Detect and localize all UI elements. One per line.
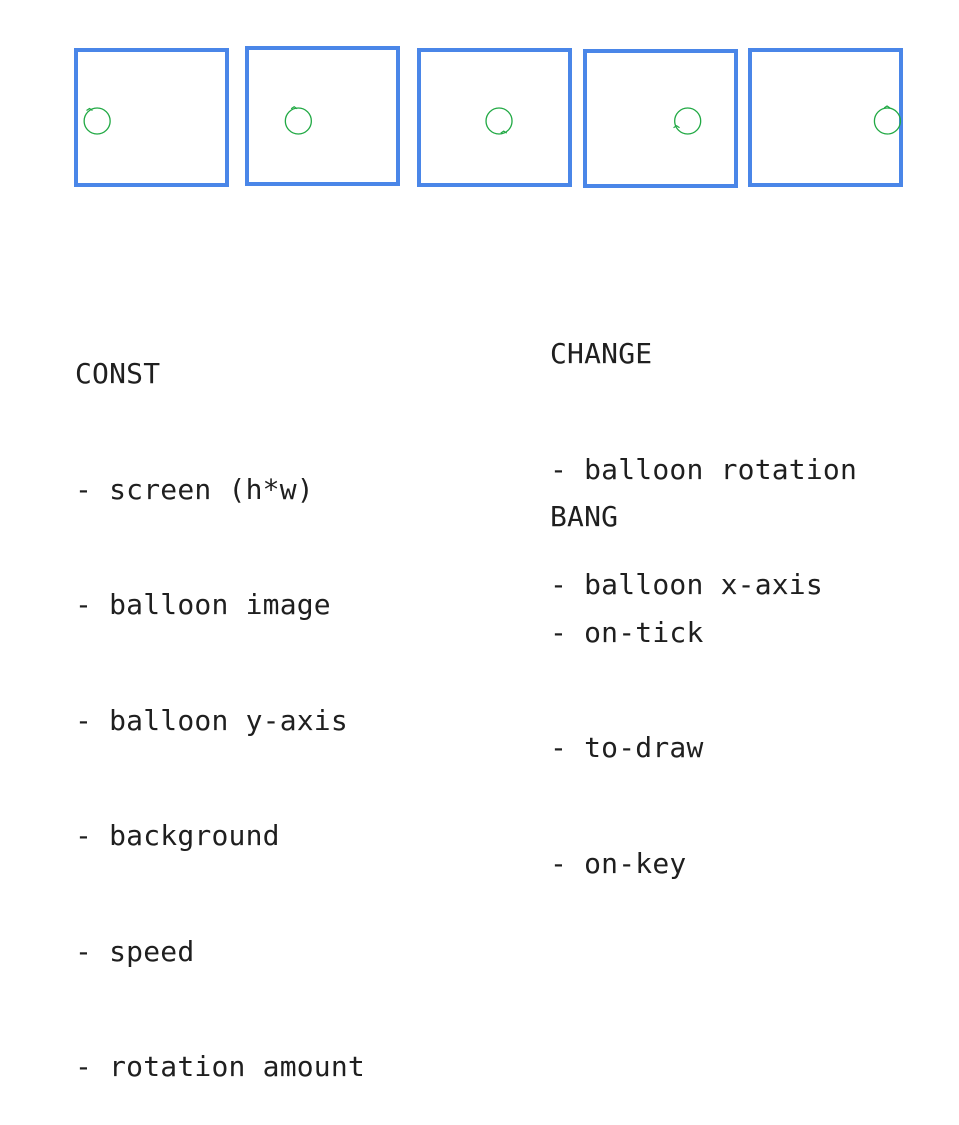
change-item-balloon-rotation: - balloon rotation <box>550 452 858 486</box>
bang-item-on-key: - on-key <box>550 846 687 880</box>
change-heading: CHANGE <box>550 337 653 370</box>
balloon-knot-3 <box>500 130 508 134</box>
balloon-knot-4 <box>673 124 680 129</box>
const-item-rotation-amount: - rotation amount <box>75 1050 365 1083</box>
const-item-balloon-y-axis: - balloon y-axis <box>75 703 348 737</box>
bang-section: BANG - on-tick - to-draw - on-key <box>550 421 704 922</box>
balloon-5 <box>873 107 902 135</box>
balloon-1 <box>83 107 111 135</box>
frame-4 <box>583 49 738 188</box>
frame-2 <box>245 46 400 186</box>
animation-frames-diagram <box>74 46 903 188</box>
balloon-2 <box>284 107 312 135</box>
balloon-knot-1 <box>86 107 93 111</box>
const-section: CONST - screen (h*w) - balloon image - b… <box>75 278 365 1125</box>
balloon-knot-2 <box>290 105 298 110</box>
const-heading: CONST <box>75 357 161 390</box>
balloon-4 <box>674 107 702 135</box>
const-item-balloon-image: - balloon image <box>75 588 331 621</box>
frame-1 <box>74 48 229 187</box>
frame-5 <box>748 48 903 187</box>
bang-item-on-tick: - on-tick <box>550 615 704 649</box>
const-item-background: - background <box>75 819 280 852</box>
const-item-screen: - screen (h*w) <box>75 472 314 506</box>
balloon-3 <box>485 107 513 135</box>
change-section: CHANGE - balloon rotation - balloon x-ax… <box>550 258 857 643</box>
frame-3 <box>417 48 572 187</box>
const-item-speed: - speed <box>75 934 195 968</box>
bang-item-to-draw: - to-draw <box>550 731 704 764</box>
balloon-knot-5 <box>883 105 891 109</box>
change-item-balloon-x-axis: - balloon x-axis <box>550 568 823 601</box>
bang-heading: BANG <box>550 500 619 533</box>
